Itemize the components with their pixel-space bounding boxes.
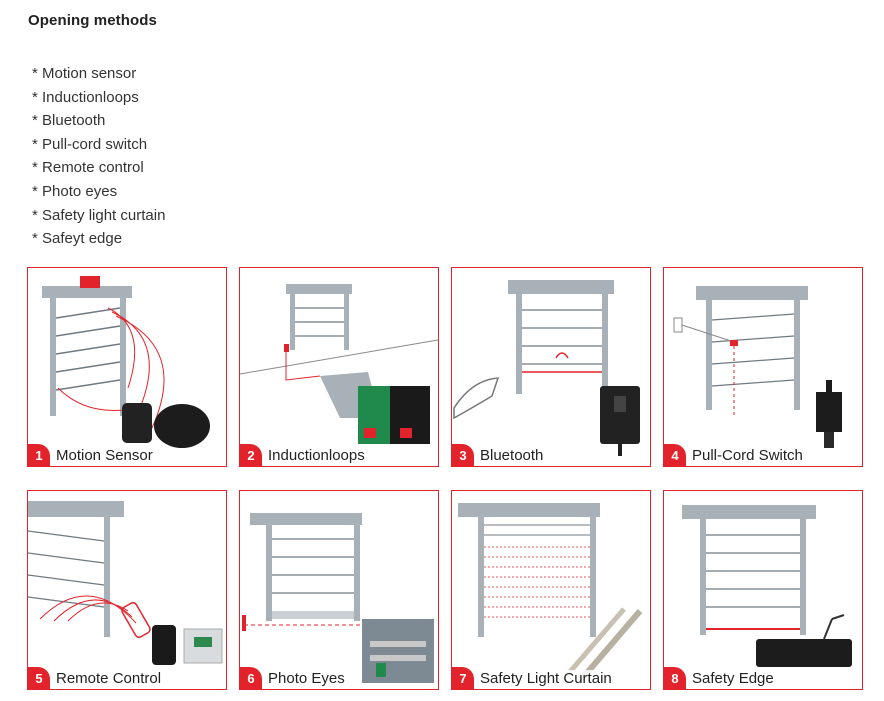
card-motion-sensor: 1 Motion Sensor bbox=[27, 267, 227, 467]
card-photo-eyes: 6 Photo Eyes bbox=[239, 490, 439, 690]
list-item: Motion sensor bbox=[32, 62, 165, 86]
card-remote-control: 5 Remote Control bbox=[27, 490, 227, 690]
card-bluetooth: 3 Bluetooth bbox=[451, 267, 651, 467]
card-inductionloops: 2 Inductionloops bbox=[239, 267, 439, 467]
card-number: 4 bbox=[664, 444, 686, 466]
card-number: 3 bbox=[452, 444, 474, 466]
list-item: Safety light curtain bbox=[32, 204, 165, 228]
card-label: Inductionloops bbox=[268, 446, 365, 464]
list-item: Remote control bbox=[32, 156, 165, 180]
card-caption: 7 Safety Light Curtain bbox=[452, 667, 612, 689]
card-caption: 2 Inductionloops bbox=[240, 444, 365, 466]
induction-loop-illustration bbox=[240, 284, 438, 444]
card-caption: 4 Pull-Cord Switch bbox=[664, 444, 803, 466]
card-caption: 8 Safety Edge bbox=[664, 667, 774, 689]
card-label: Remote Control bbox=[56, 669, 162, 687]
card-caption: 6 Photo Eyes bbox=[240, 667, 345, 689]
card-number: 5 bbox=[28, 667, 50, 689]
card-pull-cord-switch: 4 Pull-Cord Switch bbox=[663, 267, 863, 467]
card-label: Pull-Cord Switch bbox=[692, 446, 803, 464]
card-caption: 5 Remote Control bbox=[28, 667, 162, 689]
card-label: Motion Sensor bbox=[56, 446, 153, 464]
remote-control-illustration bbox=[28, 501, 223, 665]
list-item: Photo eyes bbox=[32, 180, 165, 204]
card-number: 1 bbox=[28, 444, 50, 466]
safety-light-curtain-illustration bbox=[458, 503, 643, 683]
section-heading: Opening methods bbox=[28, 12, 157, 29]
card-caption: 1 Motion Sensor bbox=[28, 444, 153, 466]
list-item: Bluetooth bbox=[32, 109, 165, 133]
card-label: Safety Light Curtain bbox=[480, 669, 612, 687]
card-number: 8 bbox=[664, 667, 686, 689]
card-caption: 3 Bluetooth bbox=[452, 444, 544, 466]
card-label: Safety Edge bbox=[692, 669, 774, 687]
card-number: 6 bbox=[240, 667, 262, 689]
list-item: Safeyt edge bbox=[32, 227, 165, 251]
list-item: Inductionloops bbox=[32, 86, 165, 110]
sensor-red-icon bbox=[80, 276, 100, 288]
door-motion-sensor-illustration bbox=[42, 276, 210, 448]
opening-methods-list: Motion sensor Inductionloops Bluetooth P… bbox=[32, 62, 165, 251]
opening-methods-grid: 1 Motion Sensor 2 Inductionloops bbox=[27, 267, 864, 694]
list-item: Pull-cord switch bbox=[32, 133, 165, 157]
photo-eyes-illustration bbox=[242, 513, 434, 683]
card-label: Bluetooth bbox=[480, 446, 544, 464]
card-number: 2 bbox=[240, 444, 262, 466]
card-number: 7 bbox=[452, 667, 474, 689]
bluetooth-illustration bbox=[453, 280, 640, 456]
safety-edge-illustration bbox=[682, 505, 852, 667]
pull-cord-switch-illustration bbox=[673, 286, 842, 448]
card-safety-edge: 8 Safety Edge bbox=[663, 490, 863, 690]
card-safety-light-curtain: 7 Safety Light Curtain bbox=[451, 490, 651, 690]
card-label: Photo Eyes bbox=[268, 669, 345, 687]
